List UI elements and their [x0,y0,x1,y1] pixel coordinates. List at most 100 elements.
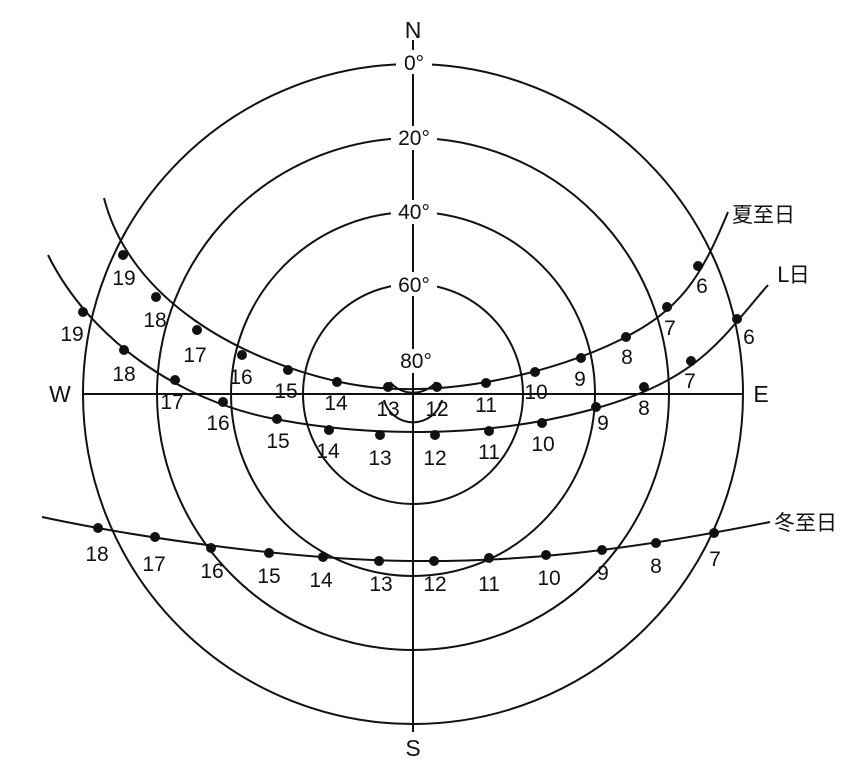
winter-point-11 [484,553,494,563]
winter-point-8 [651,538,661,548]
l-day-point-11 [484,426,494,436]
winter-hour-17: 17 [142,553,165,576]
l-day-point-18 [119,345,129,355]
ring-label-0: 0° [404,52,424,75]
ring-label-40: 40° [398,201,430,224]
winter-point-9 [597,545,607,555]
summer-point-13 [383,382,393,392]
summer-hour-16: 16 [229,366,252,389]
summer-hour-6: 6 [696,275,708,298]
summer-point-12 [432,382,442,392]
ring-label-80: 80° [400,350,432,373]
l-day-point-13 [375,430,385,440]
l-day-hour-18: 18 [112,363,135,386]
winter-point-15 [264,548,274,558]
l-day-hour-12: 12 [423,447,446,470]
summer-hour-7: 7 [664,317,676,340]
winter-point-17 [150,532,160,542]
summer-hour-10: 10 [524,381,547,404]
winter-point-10 [541,550,551,560]
summer-point-10 [530,367,540,377]
l-day-point-14 [324,425,334,435]
summer-hour-13: 13 [376,398,399,421]
winter-point-14 [318,552,328,562]
ring-labels: 0° 20° 40° 60° 80° [391,50,437,373]
summer-point-6 [693,261,703,271]
summer-point-7 [662,302,672,312]
winter-point-13 [374,556,384,566]
summer-hour-8: 8 [621,346,633,369]
winter-hour-7: 7 [709,548,721,571]
l-day-point-19 [78,307,88,317]
winter-point-12 [429,556,439,566]
l-day-hour-7: 7 [684,370,696,393]
l-day-hour-13: 13 [368,447,391,470]
l-day-hour-10: 10 [531,433,554,456]
l-day-point-12 [430,430,440,440]
summer-hour-11: 11 [475,394,497,417]
winter-hour-18: 18 [85,543,108,566]
l-day-point-17 [170,375,180,385]
winter-hour-9: 9 [597,562,609,585]
l-day-hour-15: 15 [266,430,289,453]
winter-hour-14: 14 [309,569,333,592]
l-day-hour-labels: 6 7 8 9 10 11 12 13 14 15 16 17 18 19 [60,323,755,470]
summer-hour-9: 9 [574,368,586,391]
summer-points [118,250,703,392]
summer-solstice-label: 夏至日 [732,203,795,227]
ring-label-60: 60° [398,274,430,297]
winter-point-7 [709,528,719,538]
summer-point-14 [332,377,342,387]
summer-solstice-line [103,197,729,391]
summer-hour-15: 15 [274,380,297,403]
winter-hour-8: 8 [650,555,662,578]
l-day-point-8 [639,382,649,392]
direction-east: E [753,381,768,407]
winter-hour-16: 16 [200,560,223,583]
l-day-hour-9: 9 [597,412,609,435]
winter-hour-13: 13 [369,573,392,596]
l-day-point-16 [218,397,228,407]
winter-hour-labels: 7 8 9 10 11 12 13 14 15 16 17 18 [85,543,721,596]
l-day-hour-16: 16 [206,412,229,435]
winter-solstice-label: 冬至日 [774,511,837,535]
winter-hour-11: 11 [478,573,500,596]
l-day-hour-14: 14 [316,440,340,463]
winter-hour-10: 10 [537,567,560,590]
summer-hour-17: 17 [183,344,206,367]
summer-point-17 [192,325,202,335]
l-day-hour-8: 8 [638,397,650,420]
l-day-hour-6: 6 [743,326,755,349]
l-day-label: L日 [777,263,810,287]
curve-summer-solstice: 6 7 8 9 10 11 12 13 14 15 16 17 18 19 夏至… [103,197,795,421]
winter-point-18 [93,523,103,533]
summer-point-8 [621,332,631,342]
ring-label-20: 20° [398,127,430,150]
curve-winter-solstice: 7 8 9 10 11 12 13 14 15 16 17 18 冬至日 [41,511,837,596]
summer-hour-19: 19 [112,267,135,290]
summer-point-16 [237,350,247,360]
summer-hour-12: 12 [425,398,448,421]
summer-point-9 [576,353,586,363]
summer-point-11 [481,378,491,388]
summer-hour-18: 18 [143,309,166,332]
l-day-hour-11: 11 [478,441,500,464]
summer-point-19 [118,250,128,260]
winter-point-16 [206,543,216,553]
curve-l-day: 6 7 8 9 10 11 12 13 14 15 16 17 18 19 L日 [47,254,810,470]
summer-point-15 [283,365,293,375]
summer-point-18 [151,292,161,302]
summer-hour-labels: 6 7 8 9 10 11 12 13 14 15 16 17 18 19 [112,267,708,421]
l-day-point-10 [537,418,547,428]
winter-hour-12: 12 [423,573,446,596]
direction-south: S [405,735,420,761]
direction-north: N [405,17,422,43]
l-day-point-15 [272,414,282,424]
winter-hour-15: 15 [257,565,280,588]
direction-west: W [49,381,71,407]
summer-hour-14: 14 [324,392,348,415]
l-day-point-7 [686,356,696,366]
l-day-hour-17: 17 [160,391,183,414]
l-day-point-9 [591,402,601,412]
